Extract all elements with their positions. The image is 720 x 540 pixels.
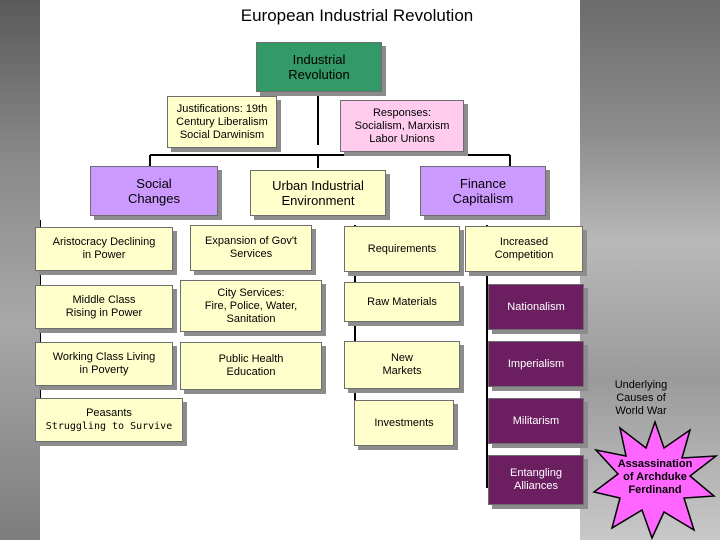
working-class-box: Working Class Living in Poverty bbox=[35, 342, 173, 386]
background-left-strip bbox=[0, 0, 40, 540]
gov-services-box: Expansion of Gov't Services bbox=[190, 225, 312, 271]
investments-box: Investments bbox=[354, 400, 454, 446]
new-markets-box: New Markets bbox=[344, 341, 460, 389]
city-services-box: City Services: Fire, Police, Water, Sani… bbox=[180, 280, 322, 332]
responses-box: Responses: Socialism, Marxism Labor Unio… bbox=[340, 100, 464, 152]
underlying-causes-label: Underlying Causes of World War bbox=[614, 379, 668, 417]
entangling-alliances-box: Entangling Alliances bbox=[488, 455, 584, 505]
star-shape bbox=[592, 420, 719, 540]
assassination-label: Assassination of Archduke Ferdinand bbox=[617, 458, 693, 496]
imperialism-box: Imperialism bbox=[488, 341, 584, 387]
raw-materials-box: Raw Materials bbox=[344, 282, 460, 322]
finance-capitalism-box: Finance Capitalism bbox=[420, 166, 546, 216]
public-health-box: Public Health Education bbox=[180, 342, 322, 390]
justifications-box: Justifications: 19th Century Liberalism … bbox=[167, 96, 277, 148]
militarism-box: Militarism bbox=[488, 398, 584, 444]
page-title: European Industrial Revolution bbox=[240, 6, 474, 25]
aristocracy-box: Aristocracy Declining in Power bbox=[35, 227, 173, 271]
peasants-subtitle: Struggling to Survive bbox=[45, 421, 173, 432]
diagram-canvas: European Industrial Revolution Industria… bbox=[35, 0, 584, 540]
requirements-box: Requirements bbox=[344, 226, 460, 272]
nationalism-box: Nationalism bbox=[488, 284, 584, 330]
middle-class-box: Middle Class Rising in Power bbox=[35, 285, 173, 329]
peasants-box: Peasants Struggling to Survive bbox=[35, 398, 183, 442]
increased-competition-box: Increased Competition bbox=[465, 226, 583, 272]
assassination-star bbox=[592, 420, 719, 540]
urban-environment-box: Urban Industrial Environment bbox=[250, 170, 386, 216]
peasants-title: Peasants bbox=[86, 407, 132, 419]
root-box: Industrial Revolution bbox=[256, 42, 382, 92]
social-changes-box: Social Changes bbox=[90, 166, 218, 216]
